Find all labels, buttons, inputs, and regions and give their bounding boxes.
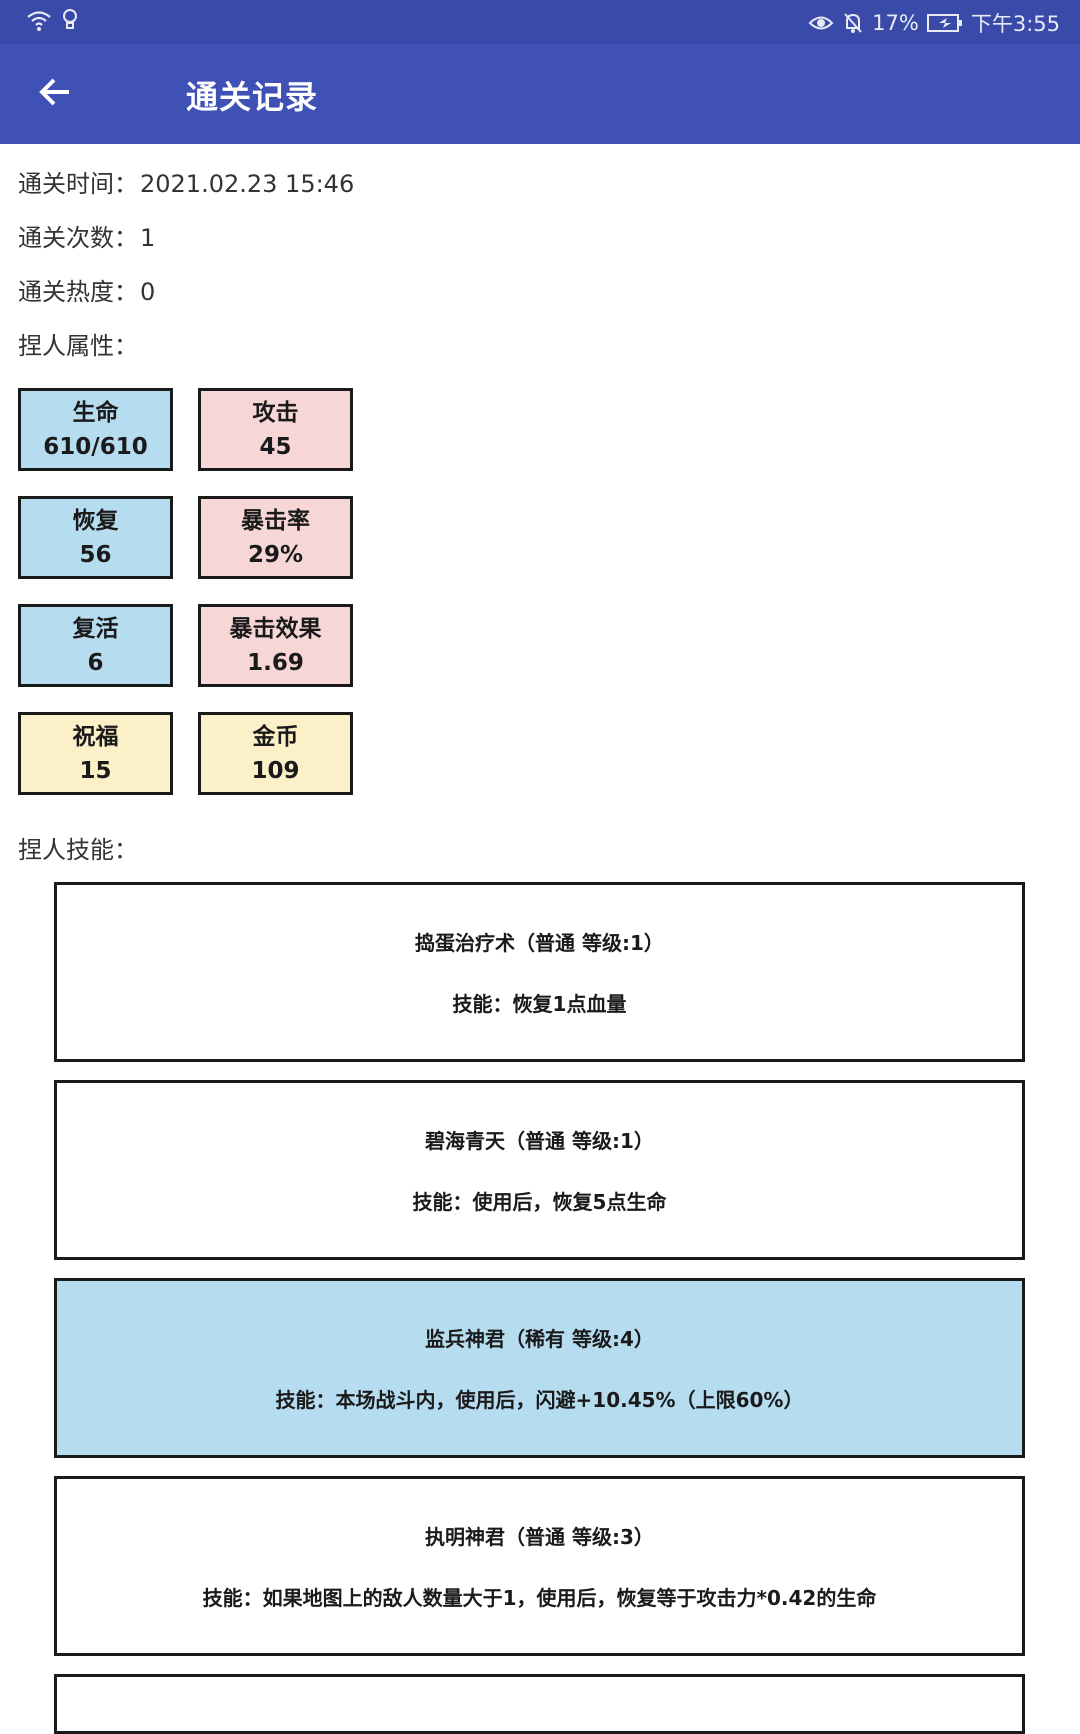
wifi-icon	[26, 8, 52, 32]
stat-blessing: 祝福 15	[18, 712, 173, 795]
stat-label: 复活	[72, 615, 119, 642]
stat-recovery: 恢复 56	[18, 496, 173, 579]
clear-count-value: 1	[140, 224, 156, 252]
battery-icon	[926, 13, 963, 33]
clear-time-label: 通关时间：	[18, 170, 138, 198]
stat-value: 45	[259, 433, 292, 460]
status-bar: 17% 下午3:55	[0, 0, 1080, 44]
clear-heat-row: 通关热度：0	[18, 272, 155, 307]
skill-description: 技能：恢复1点血量	[452, 992, 627, 1016]
app-bar: 通关记录	[0, 44, 1080, 144]
stat-attack: 攻击 45	[198, 388, 353, 471]
skill-description: 技能：如果地图上的敌人数量大于1，使用后，恢复等于攻击力*0.42的生命	[202, 1586, 877, 1610]
skill-card-partial	[54, 1674, 1025, 1734]
stat-label: 金币	[252, 723, 299, 750]
skill-card: 捣蛋治疗术（普通 等级:1） 技能：恢复1点血量	[54, 882, 1025, 1062]
stat-value: 15	[79, 757, 112, 784]
skill-card: 执明神君（普通 等级:3） 技能：如果地图上的敌人数量大于1，使用后，恢复等于攻…	[54, 1476, 1025, 1656]
clear-heat-label: 通关热度：	[18, 278, 138, 306]
stat-value: 1.69	[247, 649, 304, 676]
page-title: 通关记录	[186, 78, 319, 116]
skill-name: 捣蛋治疗术（普通 等级:1）	[415, 931, 664, 955]
stat-revive: 复活 6	[18, 604, 173, 687]
skill-description: 技能：本场战斗内，使用后，闪避+10.45%（上限60%）	[275, 1388, 804, 1412]
status-left	[26, 8, 78, 32]
attributes-heading: 捏人属性：	[18, 332, 138, 360]
arrow-left-icon	[38, 77, 72, 111]
skill-card-rare: 监兵神君（稀有 等级:4） 技能：本场战斗内，使用后，闪避+10.45%（上限6…	[54, 1278, 1025, 1458]
stat-label: 祝福	[72, 723, 119, 750]
skill-name: 碧海青天（普通 等级:1）	[425, 1129, 654, 1153]
stat-label: 恢复	[72, 507, 119, 534]
stat-label: 暴击率	[241, 507, 310, 534]
battery-level: 17%	[872, 11, 919, 35]
stat-value: 109	[251, 757, 300, 784]
eye-icon	[808, 12, 834, 34]
clear-heat-value: 0	[140, 278, 156, 306]
clock: 下午3:55	[970, 12, 1060, 36]
bulb-icon	[62, 8, 78, 32]
skill-name: 监兵神君（稀有 等级:4）	[425, 1327, 654, 1351]
status-right: 17% 下午3:55	[808, 8, 1060, 38]
stat-label: 生命	[72, 399, 119, 426]
clear-count-label: 通关次数：	[18, 224, 138, 252]
stat-value: 610/610	[43, 433, 148, 460]
clear-count-row: 通关次数：1	[18, 218, 155, 253]
stat-crit-effect: 暴击效果 1.69	[198, 604, 353, 687]
stat-value: 29%	[247, 541, 304, 568]
stat-crit-rate: 暴击率 29%	[198, 496, 353, 579]
clear-time-value: 2021.02.23 15:46	[140, 170, 355, 198]
skills-heading: 捏人技能：	[18, 836, 138, 864]
skill-card: 碧海青天（普通 等级:1） 技能：使用后，恢复5点生命	[54, 1080, 1025, 1260]
skill-name: 执明神君（普通 等级:3）	[425, 1525, 654, 1549]
skill-description: 技能：使用后，恢复5点生命	[412, 1190, 667, 1214]
stat-label: 暴击效果	[229, 615, 322, 642]
stat-value: 6	[87, 649, 104, 676]
stat-label: 攻击	[252, 399, 299, 426]
stat-hp: 生命 610/610	[18, 388, 173, 471]
stat-gold: 金币 109	[198, 712, 353, 795]
bell-off-icon	[842, 11, 864, 35]
back-button[interactable]	[30, 69, 80, 119]
clear-time-row: 通关时间：2021.02.23 15:46	[18, 164, 354, 199]
stat-value: 56	[79, 541, 112, 568]
